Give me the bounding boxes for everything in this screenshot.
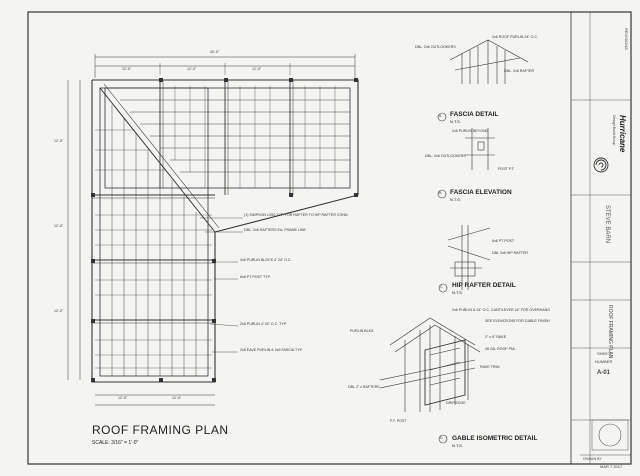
company-logo-icon	[593, 157, 609, 173]
note-purlin-block: 4x6 PURLIN BLOCK 4' 24" O.C.	[240, 258, 292, 262]
detail-b-scale: N.T.S.	[450, 197, 461, 202]
number-label: NUMBER	[595, 359, 613, 364]
dim-top-seg-1: 12'-0"	[122, 67, 132, 71]
detail-b-letter: B	[439, 191, 442, 195]
note-hip-rafter: DBL 2x6 HIP RAFTER	[492, 251, 528, 255]
detail-a-title: FASCIA DETAIL	[450, 111, 499, 118]
gable-isometric-drawing	[379, 317, 481, 444]
sheet-number: A-01	[597, 370, 611, 376]
detail-d-title: GABLE ISOMETRIC DETAIL	[452, 435, 538, 442]
note-roof-purlin: 2x6 ROOF PURLIN 24" O.C.	[492, 35, 539, 39]
hip-rafter-drawing	[438, 283, 448, 293]
dim-left-seg-2: 12'-0"	[54, 224, 64, 228]
note-post-pt: POST P.T.	[498, 167, 515, 171]
roof-framing-plan	[67, 54, 359, 406]
note-gable-finish: SEE ELEVATIONS FOR GABLE FINISH	[485, 319, 550, 323]
dim-top-seg-3: 12'-0"	[252, 67, 262, 71]
fascia-elevation-drawing	[437, 189, 491, 290]
note-simpson: (1) SIMPSON LS50 TYP. FOR RAFTER TO HIP …	[244, 213, 349, 217]
note-outlookers: DBL. 2x6 OUTLOOKERS	[415, 45, 456, 49]
note-dbl-rafters: DBL. 2x6 RAFTERS EA. FRAME LINE	[244, 228, 306, 232]
drawn-by-label: DRAWN BY	[583, 457, 602, 461]
note-purlin-overhang: 2x6 PURLIN & 24" O.C. CANTILEVER 24" FOR…	[452, 308, 551, 312]
page-title: ROOF FRAMING PLAN	[92, 423, 229, 437]
note-pt-post-d: P.T. POST	[390, 419, 407, 423]
dim-bottom-seg-2: 12'-0"	[172, 396, 182, 400]
note-dbl-outlookers-b: DBL. 2x6 OUTLOOKERS	[425, 154, 466, 158]
detail-d-scale: N.T.S.	[452, 443, 463, 448]
note-pt-post: 6x6 PT POST	[492, 239, 515, 243]
dim-top-overall: 40'-0"	[210, 50, 220, 54]
note-drip-edge: DRIP EDGE	[446, 401, 466, 405]
note-dbl-2x-rafters: DBL 2" x RAFTERS	[348, 385, 380, 389]
company-name: Hurricane	[618, 115, 627, 153]
detail-a-letter: A	[439, 114, 442, 118]
note-purlin-beyond: 2x6 PURLIN BEYOND	[452, 129, 489, 133]
revisions-label: REVISIONS	[624, 28, 629, 50]
company-subtitle: Design Build Group	[612, 115, 616, 146]
note-post: 6x6 PT POST TYP.	[240, 275, 271, 279]
sheet-label: SHEET	[597, 351, 611, 356]
note-purlin-blks: PURLIN BLKS.	[350, 329, 375, 333]
dim-left-seg-1: 12'-0"	[54, 139, 64, 143]
note-dbl-rafter: DBL. 2x6 RAFTER	[504, 69, 535, 73]
dim-left-seg-3: 12'-0"	[54, 309, 64, 313]
fascia-detail-drawing	[437, 39, 529, 170]
project-name: STEVE BARN	[604, 205, 610, 244]
detail-c-letter: C	[440, 285, 443, 289]
detail-d-letter: D	[440, 436, 443, 440]
seal-stamp	[598, 423, 622, 447]
dim-top-seg-2: 12'-0"	[187, 67, 197, 71]
detail-c-scale: N.T.S.	[452, 290, 463, 295]
note-purlin-oc: 2x6 PURLIN 4' 24" O.C. TYP.	[240, 322, 287, 326]
date-stamp: MAR 7 2017	[600, 464, 623, 469]
note-rake-trim: RAKE TRIM	[480, 365, 500, 369]
detail-b-title: FASCIA ELEVATION	[450, 189, 512, 196]
note-roof-pnl: 26 GA. ROOF PNL.	[485, 347, 517, 351]
note-rake: 2" x 6" RAKE	[485, 335, 507, 339]
detail-c-title: HIP RAFTER DETAIL	[452, 282, 516, 289]
note-eave-purlin: 2x6 EAVE PURLIN & 2x6 FASCIA TYP.	[240, 348, 303, 352]
detail-a-scale: N.T.S.	[450, 119, 461, 124]
plan-scale: SCALE: 3/16" = 1'-0"	[92, 440, 139, 446]
dim-bottom-seg-1: 12'-0"	[118, 396, 128, 400]
